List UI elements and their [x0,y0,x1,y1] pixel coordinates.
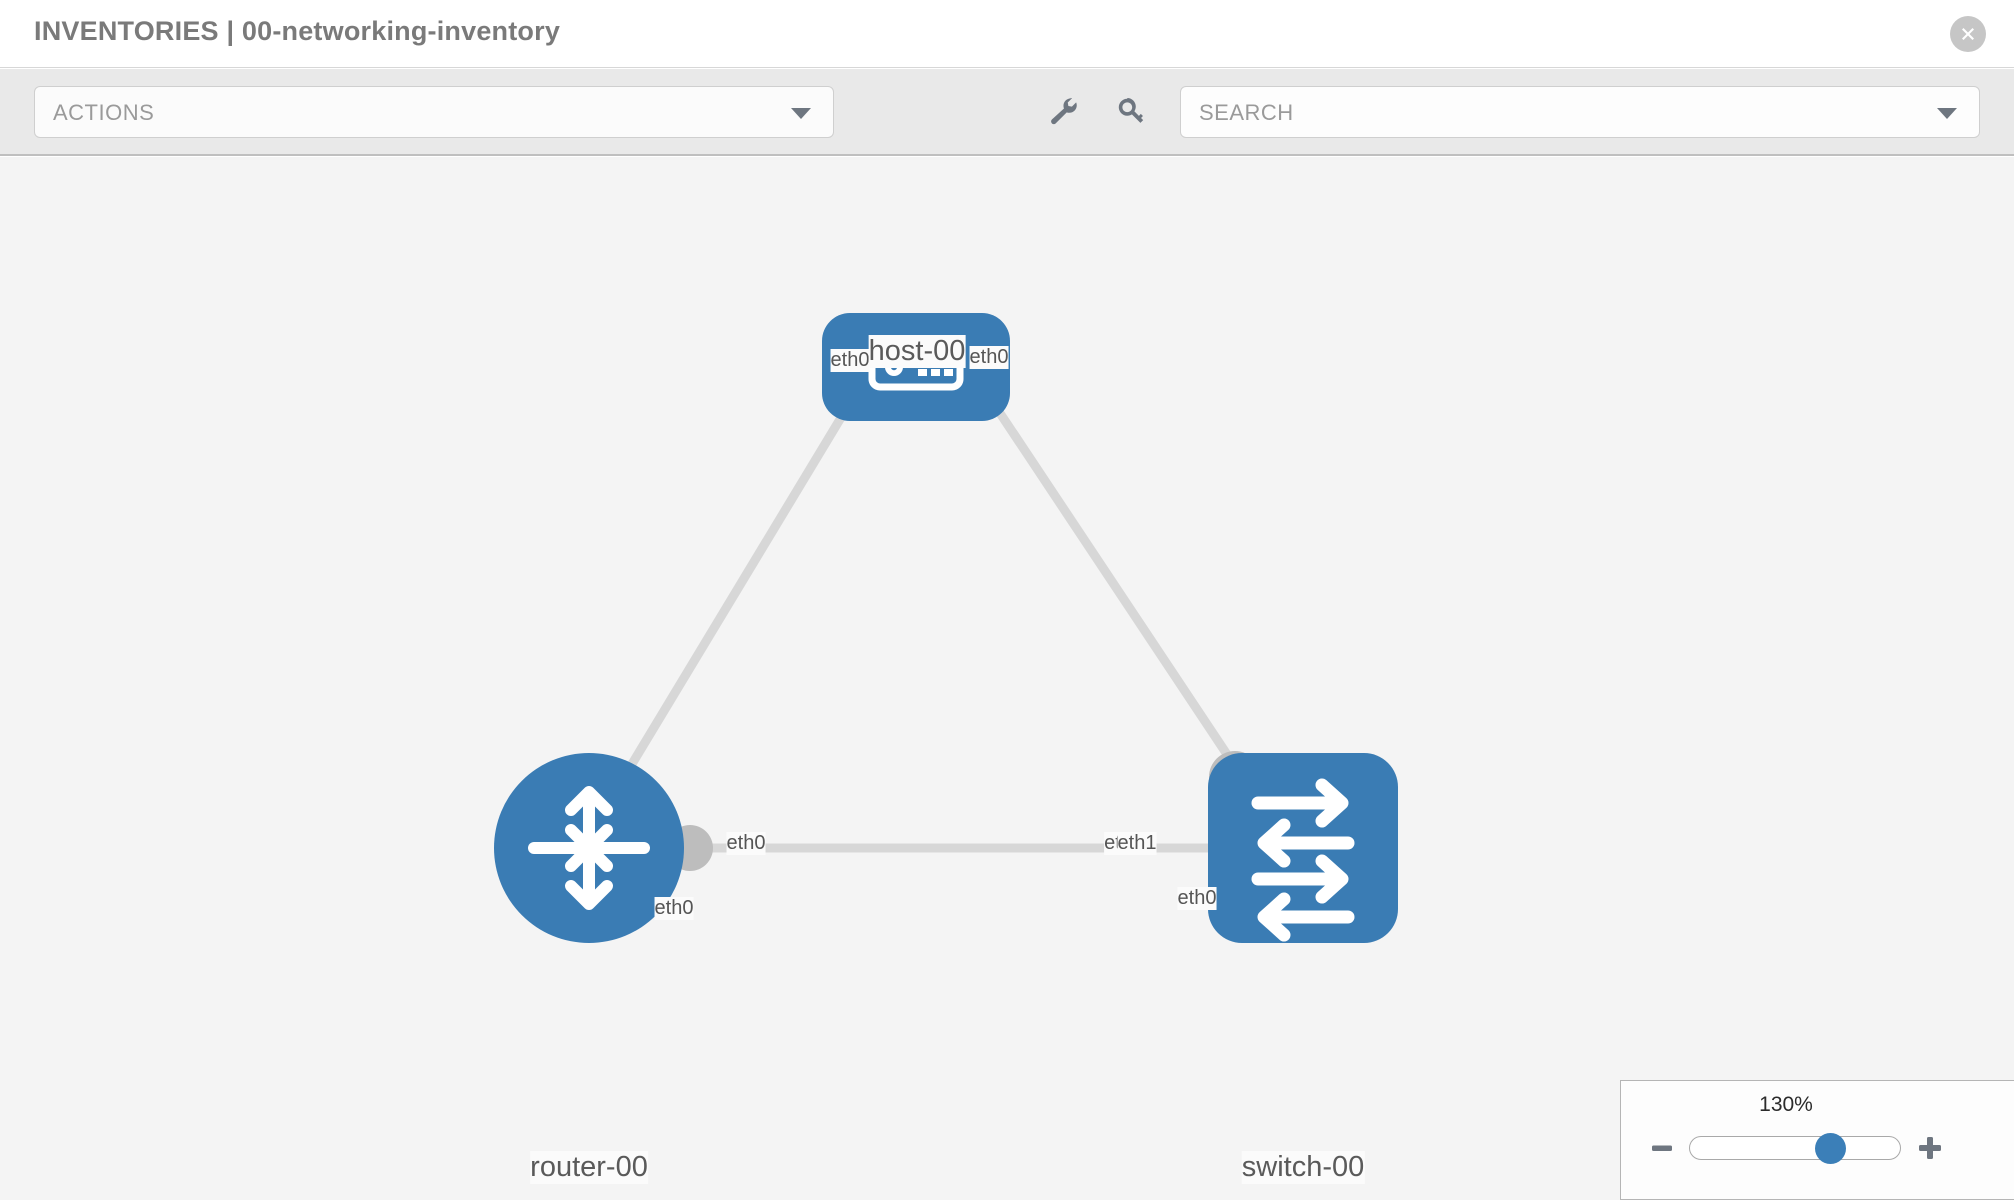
zoom-level-value: 130% [1759,1093,1813,1116]
iface-label-router-right: eth0 [726,832,766,855]
topology-canvas[interactable]: eth0 host-00 eth0 eth0 eth0 eth0 eth eth… [0,157,2014,1200]
plus-icon[interactable] [1911,1129,1949,1167]
link-host-switch [956,350,1266,810]
toolbar: ACTIONS SEARCH [0,69,2014,156]
chevron-down-icon [791,108,811,119]
iface-label-host-left: eth0 [830,349,870,372]
actions-dropdown[interactable]: ACTIONS [34,86,834,138]
link-host-router [596,350,884,820]
search-placeholder: SEARCH [1199,100,1294,125]
node-label-router-00: router-00 [530,1151,648,1184]
page-title: INVENTORIES | 00-networking-inventory [34,16,561,46]
node-label-switch-00: switch-00 [1241,1151,1365,1184]
page-header: INVENTORIES | 00-networking-inventory [0,0,2014,68]
zoom-slider-track[interactable] [1689,1133,1901,1164]
iface-label-switch-up: eth0 [1177,887,1217,910]
key-icon[interactable] [1110,91,1152,133]
switch-arrows-icon [1251,778,1355,942]
iface-label-host-right: eth0 [969,346,1009,369]
router-arrows-icon [528,786,650,910]
zoom-control-panel: 130% [1620,1080,2014,1200]
close-icon[interactable] [1950,16,1986,52]
node-switch-00[interactable] [1208,753,1398,943]
minus-icon[interactable] [1643,1129,1681,1167]
node-label-host-00: host-00 [868,335,966,368]
iface-label-router-up: eth0 [654,897,694,920]
topology-links [596,350,1266,853]
search-input[interactable]: SEARCH [1180,86,1980,138]
zoom-slider-thumb[interactable] [1815,1133,1846,1164]
wrench-icon[interactable] [1043,91,1085,133]
node-router-00[interactable] [494,753,684,943]
zoom-slider-row [1621,1125,2014,1171]
iface-label-switch-left: eth1 [1117,832,1157,855]
chevron-down-icon[interactable] [1937,108,1957,119]
topology-graph [494,313,1398,943]
actions-dropdown-label: ACTIONS [53,100,155,125]
